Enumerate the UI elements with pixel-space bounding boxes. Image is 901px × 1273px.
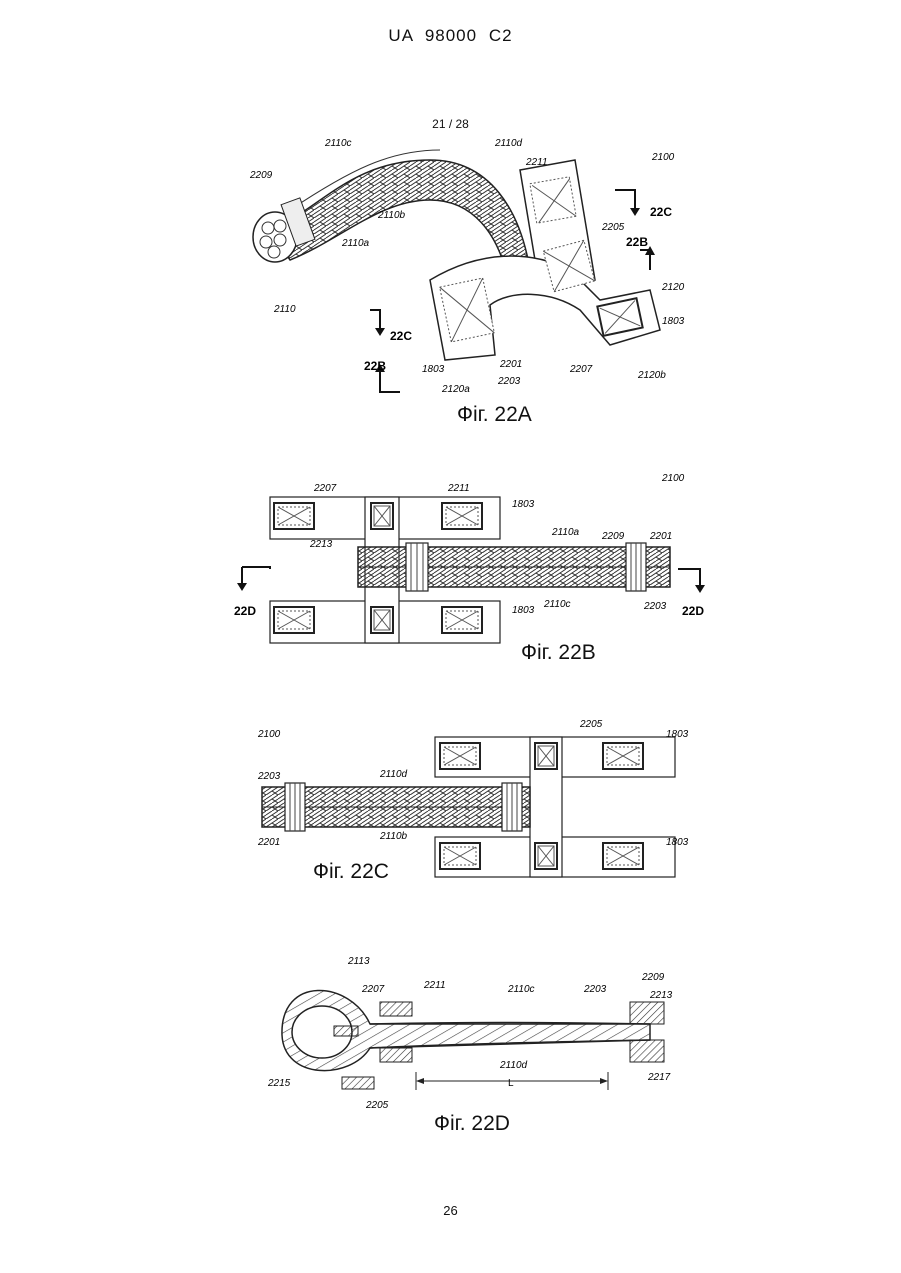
label-2120b: 2120b <box>637 370 666 381</box>
label-2120: 2120 <box>661 282 685 293</box>
label-1803-right: 1803 <box>662 316 685 327</box>
label-1803-left: 1803 <box>422 364 445 375</box>
label-2213: 2213 <box>309 539 333 550</box>
label-1803-top: 1803 <box>512 499 535 510</box>
label-22b-right: 22B <box>626 235 648 249</box>
label-1803-bottom: 1803 <box>512 605 535 616</box>
label-2110: 2110 <box>273 304 296 315</box>
label-22b-left: 22B <box>364 359 386 373</box>
label-2113: 2113 <box>347 956 370 967</box>
label-2203: 2203 <box>643 601 667 612</box>
label-2110b: 2110b <box>377 210 406 221</box>
label-2110d: 2110d <box>379 769 408 780</box>
label-2205: 2205 <box>365 1100 389 1111</box>
label-2207: 2207 <box>361 984 385 995</box>
label-22d-right: 22D <box>682 604 704 618</box>
label-dimension-l: L <box>508 1078 514 1089</box>
label-2110a: 2110a <box>551 527 580 538</box>
label-2211: 2211 <box>525 157 548 168</box>
label-2205: 2205 <box>579 719 603 730</box>
label-2205: 2205 <box>601 222 625 233</box>
label-2120a: 2120a <box>441 384 470 395</box>
label-2211: 2211 <box>447 483 470 494</box>
label-2100: 2100 <box>257 729 281 740</box>
label-2201: 2201 <box>499 359 522 370</box>
label-2211: 2211 <box>423 980 446 991</box>
figure-22d-drawing: 2113 2207 2211 2110c 2203 2209 2213 2110… <box>250 950 700 1120</box>
label-22c-right: 22C <box>650 205 672 219</box>
label-2213: 2213 <box>649 990 673 1001</box>
label-1803-bottom: 1803 <box>666 837 689 848</box>
label-2209: 2209 <box>601 531 625 542</box>
label-2215: 2215 <box>267 1078 291 1089</box>
label-2201: 2201 <box>257 837 280 848</box>
label-2209: 2209 <box>249 170 273 181</box>
figure-22a-drawing: 2110c 2110d 2209 2110b 2110a 2211 2100 2… <box>230 130 710 400</box>
label-2110d: 2110d <box>499 1060 528 1071</box>
label-1803-top: 1803 <box>666 729 689 740</box>
label-2110b: 2110b <box>379 831 408 842</box>
label-2100: 2100 <box>651 152 675 163</box>
caption-fig-22a: Фіг. 22A <box>457 403 532 427</box>
caption-fig-22b: Фіг. 22B <box>521 641 596 665</box>
label-2201: 2201 <box>649 531 672 542</box>
label-2100: 2100 <box>661 473 685 484</box>
figure-22b-drawing: 2100 2207 2211 1803 2110a 2213 2209 2201… <box>230 465 710 645</box>
label-2110c: 2110c <box>507 984 535 995</box>
sheet-number: 21 / 28 <box>0 117 901 131</box>
label-2110d: 2110d <box>494 138 523 149</box>
label-2110a: 2110a <box>341 238 370 249</box>
label-2203: 2203 <box>497 376 521 387</box>
label-2217: 2217 <box>647 1072 671 1083</box>
label-2110c: 2110c <box>324 138 352 149</box>
label-2209: 2209 <box>641 972 665 983</box>
label-2203: 2203 <box>583 984 607 995</box>
label-2110c: 2110c <box>543 599 571 610</box>
caption-fig-22c: Фіг. 22C <box>313 860 389 884</box>
caption-fig-22d: Фіг. 22D <box>434 1112 510 1136</box>
page-number: 26 <box>0 1203 901 1218</box>
label-22d-left: 22D <box>234 604 256 618</box>
figure-22c-drawing: 2100 2205 1803 2203 2110d 2110b 2201 180… <box>230 715 710 885</box>
label-22c-left: 22C <box>390 329 412 343</box>
label-2207: 2207 <box>313 483 337 494</box>
label-2207: 2207 <box>569 364 593 375</box>
patent-header: UA 98000 C2 <box>0 26 901 46</box>
label-2203: 2203 <box>257 771 281 782</box>
